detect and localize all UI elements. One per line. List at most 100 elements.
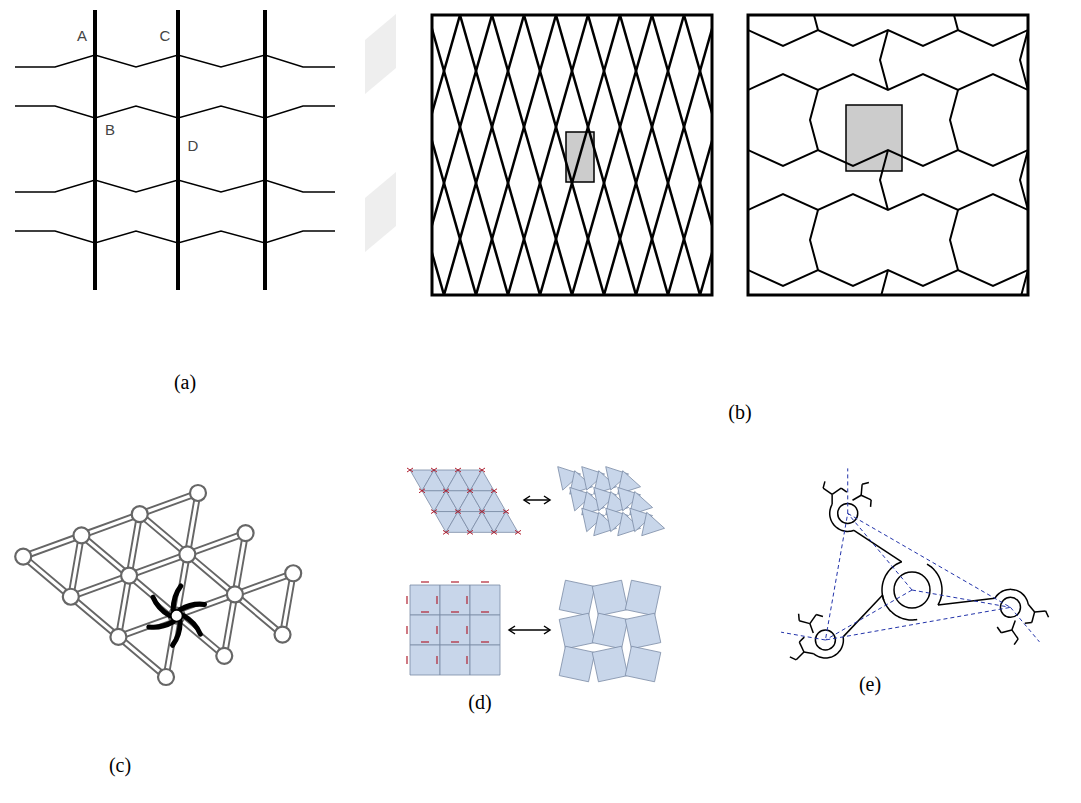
chiral-ligament <box>854 530 902 561</box>
pinwheel-arm <box>153 597 170 615</box>
lattice-frame <box>748 15 1028 295</box>
lattice-strut <box>432 15 444 295</box>
hinge-mark <box>467 530 473 534</box>
hinge-mark <box>443 530 449 534</box>
triangle-inner <box>177 594 235 655</box>
lattice-frame <box>432 15 712 295</box>
chiral-ligament <box>1046 611 1049 617</box>
hinge-node <box>73 527 89 543</box>
hinge-mark <box>419 489 425 493</box>
hinge-mark <box>467 530 473 534</box>
square-panel <box>440 615 470 645</box>
triangle-outer <box>177 594 235 655</box>
hinge-mark <box>431 468 437 472</box>
hinge-mark <box>466 596 467 604</box>
lattice-strut <box>810 90 818 150</box>
triangle-inner <box>71 576 129 637</box>
chiral-ligament <box>1035 610 1046 612</box>
hinge-mark <box>455 510 461 514</box>
triangle-inner <box>140 493 198 554</box>
lattice-strut <box>620 15 700 295</box>
square-panel <box>559 646 595 682</box>
triangle-outer <box>81 514 139 575</box>
square-panel <box>470 615 500 645</box>
hinge-node <box>190 485 206 501</box>
square-panel <box>592 646 628 682</box>
shaded-plane <box>365 172 396 252</box>
chiral-ligament <box>816 615 823 617</box>
chiral-ligament <box>861 495 871 500</box>
chiral-ligament <box>804 652 814 654</box>
chiral-ligament <box>799 637 804 642</box>
diamond-lattice <box>432 15 712 295</box>
square-panel <box>625 580 661 616</box>
point-label: C <box>160 28 171 45</box>
hinge-node <box>158 669 174 685</box>
hinge-mark <box>467 489 473 493</box>
pinwheel-arm <box>184 616 201 634</box>
hinge-node <box>227 586 243 602</box>
pinwheel-arm <box>172 622 180 646</box>
wrap-arc <box>995 589 1028 604</box>
construction-line <box>1010 607 1039 641</box>
triangle-panel <box>470 470 494 491</box>
hinge-mark <box>421 641 429 642</box>
chiral-ligament <box>1032 612 1035 623</box>
square-panel <box>592 580 628 616</box>
triangle-inner <box>235 573 293 634</box>
wrap-arc <box>814 637 844 658</box>
chiral-ligament <box>799 621 810 624</box>
hinge-node <box>15 549 31 565</box>
panel-label: (e) <box>859 673 881 695</box>
panel-b <box>252 0 1081 450</box>
zigzag-rib <box>15 106 335 118</box>
square-panel <box>625 613 661 649</box>
hinge-mark <box>443 489 449 493</box>
triangle-outer <box>187 533 245 594</box>
lattice-strut <box>432 15 476 295</box>
chiral-ligament <box>796 652 804 660</box>
chiral-ligament <box>860 484 862 495</box>
transform-arrow <box>509 629 550 631</box>
point-label: D <box>188 138 199 155</box>
arrow-head <box>509 626 515 634</box>
lattice-strut <box>432 15 508 295</box>
hinge-mark <box>443 530 449 534</box>
point-label: B <box>105 122 115 139</box>
lattice-strut <box>880 30 888 90</box>
lattice-strut <box>700 15 712 295</box>
wrap-arc <box>927 564 942 605</box>
arrow-head <box>544 626 550 634</box>
lattice-strut <box>492 15 572 295</box>
chiral-ligament <box>810 615 816 624</box>
chiral-ligament <box>831 494 833 504</box>
hinge-mark <box>491 530 497 534</box>
pinwheel-arm <box>149 622 173 627</box>
triangle-outer <box>140 493 198 554</box>
chiral-ligament <box>1012 621 1015 630</box>
lattice-strut <box>460 15 540 295</box>
hinge-mark <box>451 611 459 612</box>
wrap-arc <box>882 562 902 600</box>
chiral-ligament <box>823 488 832 494</box>
lattice-strut <box>880 150 888 210</box>
hinge-mark <box>466 626 467 634</box>
lattice-strut <box>810 15 818 30</box>
wrap-arc <box>830 504 854 531</box>
lattice-strut <box>604 15 684 295</box>
hinge-mark <box>467 489 473 493</box>
hinge-node <box>63 589 79 605</box>
lattice-strut <box>880 270 888 295</box>
hinge-mark <box>503 510 509 514</box>
hinge-node <box>121 568 137 584</box>
cell-wall <box>93 10 97 290</box>
triangle-inner <box>118 616 176 677</box>
hinge-mark <box>421 611 429 612</box>
square-panel <box>559 580 595 616</box>
triangle-inner <box>187 533 245 594</box>
hinge-node <box>275 627 291 643</box>
panel-label: (b) <box>728 401 751 423</box>
wrap-arc <box>882 595 917 620</box>
lattice-strut <box>524 15 604 295</box>
